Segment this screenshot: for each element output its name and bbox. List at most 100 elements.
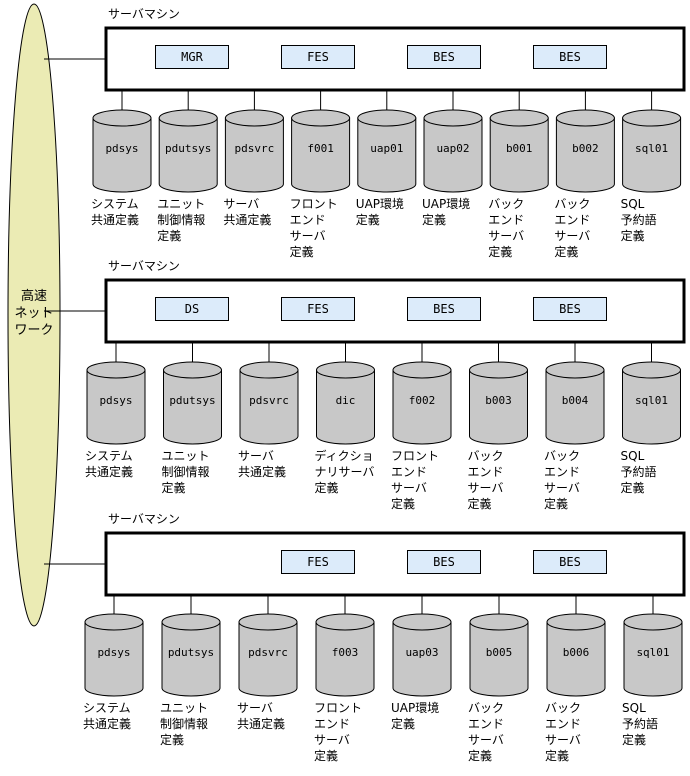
disk-name: f003: [331, 646, 359, 659]
disk-top: [163, 361, 222, 379]
disk-name: b005: [485, 646, 513, 659]
disk-top: [291, 109, 351, 127]
disk-top: [357, 109, 417, 127]
disk-name: pdsvrc: [249, 394, 289, 407]
disk-top: [392, 361, 452, 379]
disk-cylinder: [546, 613, 606, 697]
disk-name: b006: [562, 646, 590, 659]
disk-name: pdsvrc: [234, 142, 275, 155]
disk-cylinder: [316, 361, 375, 445]
disk-cylinder: [224, 109, 284, 193]
disk-cylinder: [622, 109, 682, 193]
disk-name: pdutsys: [169, 394, 216, 407]
disk-name: sql01: [636, 646, 670, 659]
disk-name: b002: [572, 142, 599, 155]
disk-cylinder: [158, 109, 218, 193]
disk-body: [161, 621, 221, 697]
disk-description: バック エンド サーバ 定義: [488, 197, 525, 259]
disk-name: pdsys: [97, 646, 131, 659]
disk-body: [239, 369, 299, 445]
disk-top: [238, 613, 298, 631]
service-box: BES: [407, 45, 481, 69]
disk-top: [86, 361, 146, 379]
disk-name: pdsys: [105, 142, 139, 155]
disk-description: フロント エンド サーバ 定義: [314, 701, 363, 763]
disk-top: [469, 361, 528, 379]
disk-body: [224, 117, 284, 193]
disk-top: [84, 613, 144, 631]
disk-description: サーバ 共通定義: [223, 197, 272, 227]
disk-description: UAP環境 定義: [391, 701, 440, 731]
disk-description: ユニット 制御情報 定義: [161, 449, 210, 495]
disk-top: [158, 109, 218, 127]
disk-body: [555, 117, 615, 193]
disk-description: サーバ 共通定義: [237, 701, 286, 731]
service-box: BES: [533, 297, 607, 321]
disk-cylinder: [92, 109, 152, 193]
disk-name: f002: [408, 394, 436, 407]
disk-cylinder: [315, 613, 375, 697]
disk-body: [622, 369, 681, 445]
disk-description: サーバ 共通定義: [238, 449, 287, 479]
machine-title: サーバマシン: [108, 259, 180, 273]
disk-name: dic: [335, 394, 356, 407]
disk-cylinder: [392, 613, 452, 697]
disk-top: [622, 361, 681, 379]
disk-cylinder: [86, 361, 146, 445]
disk-cylinder: [489, 109, 549, 193]
disk-top: [224, 109, 284, 127]
disk-body: [392, 621, 452, 697]
disk-body: [469, 621, 529, 697]
disk-description: ユニット 制御情報 定義: [157, 197, 206, 243]
disk-description: SQL 予約語 定義: [622, 701, 659, 747]
disk-description: フロント エンド サーバ 定義: [289, 197, 338, 259]
disk-cylinder: [545, 361, 605, 445]
service-box: BES: [533, 45, 607, 69]
disk-body: [469, 369, 528, 445]
disk-top: [622, 109, 682, 127]
disk-name: uap01: [370, 142, 404, 155]
disk-name: pdutsys: [167, 646, 215, 659]
disk-description: SQL 予約語 定義: [620, 197, 657, 243]
disk-top: [555, 109, 615, 127]
disk-body: [92, 117, 152, 193]
disk-cylinder: [392, 361, 452, 445]
disk-body: [622, 117, 682, 193]
disk-name: pdsvrc: [248, 646, 288, 659]
disk-description: バック エンド サーバ 定義: [467, 449, 504, 511]
disk-description: UAP環境 定義: [355, 197, 405, 227]
disk-name: pdsys: [99, 394, 133, 407]
disk-body: [291, 117, 351, 193]
disk-name: b001: [505, 142, 533, 155]
service-box: BES: [533, 550, 607, 574]
disk-cylinder: [423, 109, 483, 193]
disk-description: バック エンド サーバ 定義: [544, 449, 581, 511]
disk-name: b004: [561, 394, 589, 407]
service-box: MGR: [155, 45, 229, 69]
disk-body: [316, 369, 375, 445]
disk-cylinder: [357, 109, 417, 193]
disk-cylinder: [161, 613, 221, 697]
disk-body: [357, 117, 417, 193]
disk-top: [545, 361, 605, 379]
disk-body: [423, 117, 483, 193]
disk-description: システム 共通定義: [91, 197, 140, 227]
disk-body: [84, 621, 144, 697]
disk-name: f001: [307, 142, 334, 155]
disk-body: [86, 369, 146, 445]
disk-body: [238, 621, 298, 697]
disk-top: [316, 361, 375, 379]
machine-title: サーバマシン: [108, 7, 180, 21]
disk-description: ディクショ ナリサーバ 定義: [314, 449, 375, 495]
disk-cylinder: [239, 361, 299, 445]
disk-description: バック エンド サーバ 定義: [554, 197, 591, 259]
disk-cylinder: [238, 613, 298, 697]
service-box: DS: [155, 297, 229, 321]
service-box: BES: [407, 297, 481, 321]
disk-name: b003: [485, 394, 512, 407]
disk-top: [423, 109, 483, 127]
service-box: FES: [281, 297, 355, 321]
disk-cylinder: [469, 361, 528, 445]
disk-body: [158, 117, 218, 193]
disk-description: フロント エンド サーバ 定義: [391, 449, 440, 511]
